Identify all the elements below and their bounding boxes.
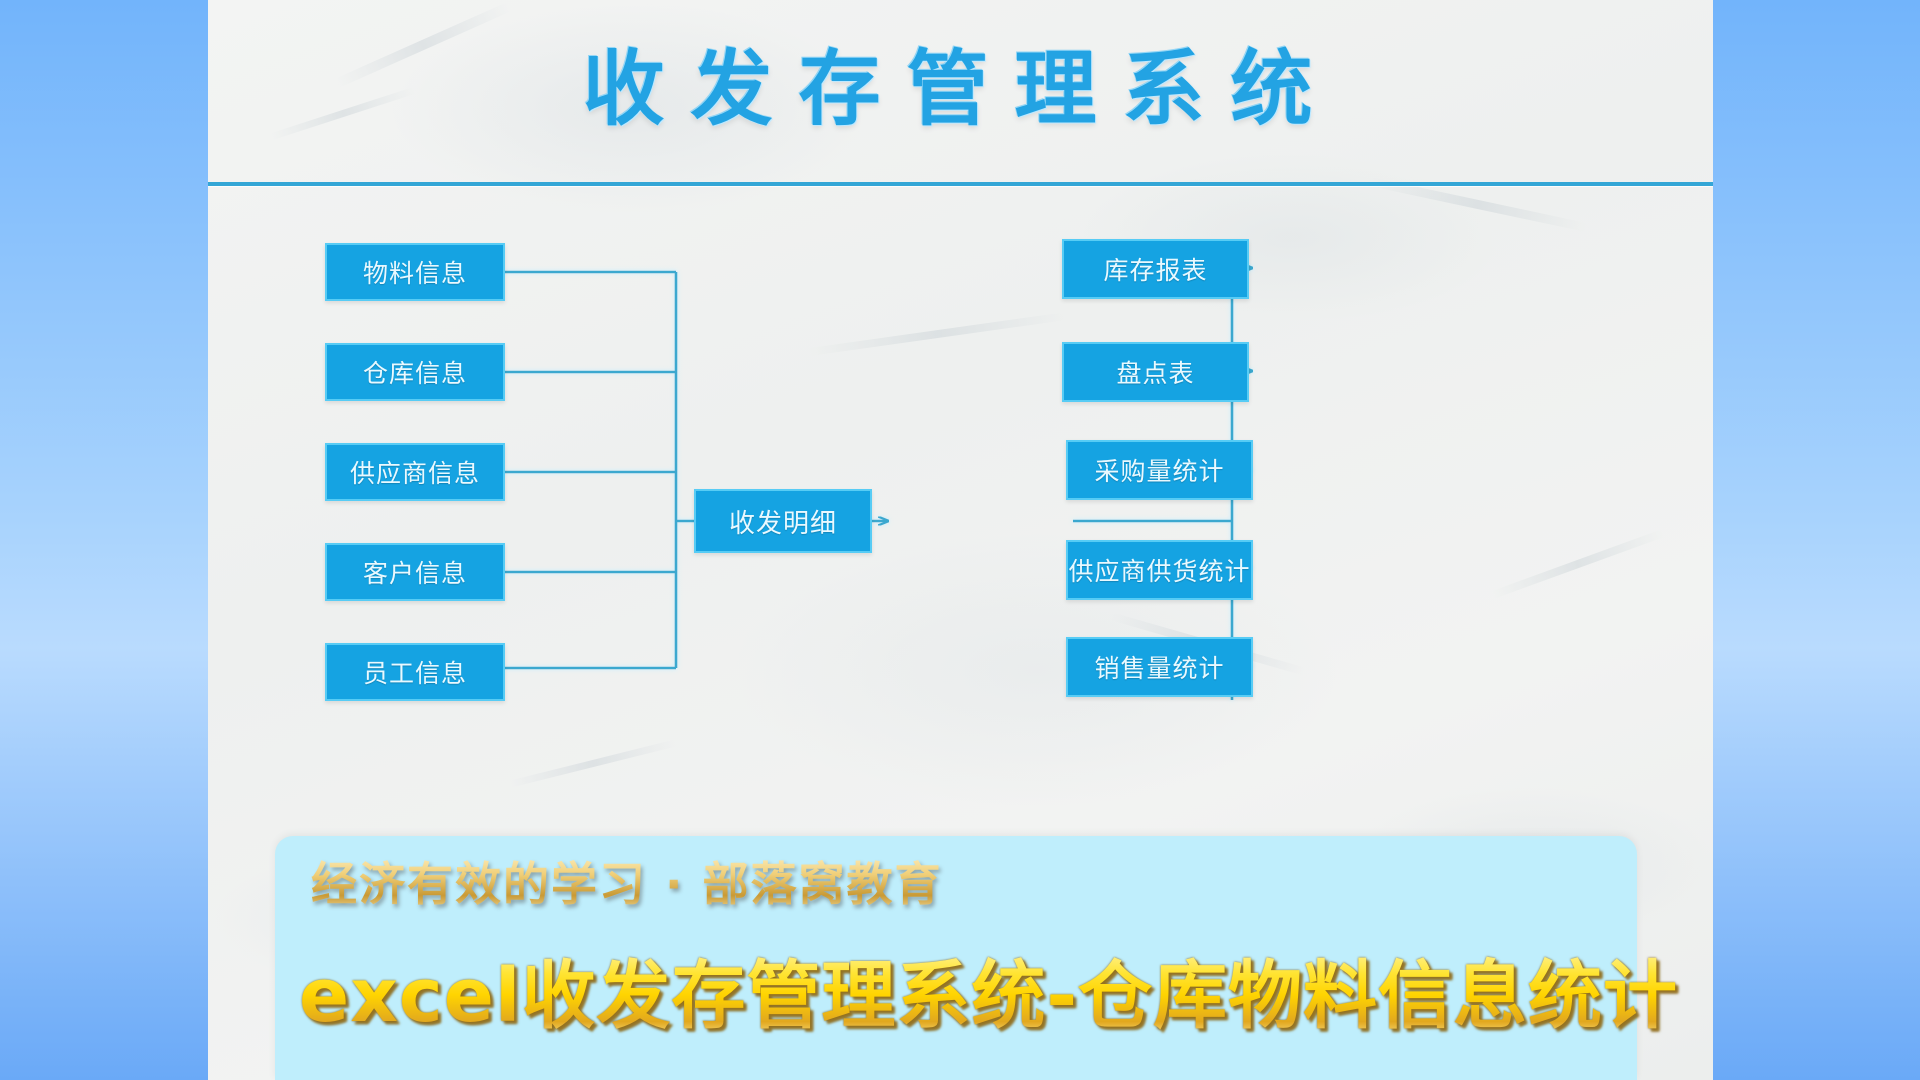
- flow-node-label: 客户信息: [362, 559, 467, 588]
- flow-node-label: 员工信息: [362, 659, 467, 688]
- flow-node-input-4[interactable]: 员工信息: [325, 643, 505, 701]
- flow-node-label: 物料信息: [362, 259, 467, 288]
- flow-node-label: 供应商信息: [349, 459, 480, 488]
- flow-node-input-3[interactable]: 客户信息: [325, 543, 505, 601]
- flow-node-label: 盘点表: [1116, 359, 1195, 388]
- flow-node-output-4[interactable]: 销售量统计: [1066, 637, 1253, 697]
- flow-node-label: 库存报表: [1103, 256, 1208, 285]
- flow-node-label: 供应商供货统计: [1068, 557, 1251, 586]
- flow-node-label: 销售量统计: [1094, 654, 1225, 683]
- flow-node-output-2[interactable]: 采购量统计: [1066, 440, 1253, 500]
- header-divider: [208, 182, 1713, 186]
- flow-node-output-0[interactable]: 库存报表: [1062, 239, 1249, 299]
- caption-title: excel收发存管理系统-仓库物料信息统计: [299, 936, 1678, 1043]
- page-title: 收发存管理系统: [582, 42, 1339, 137]
- caption-bar: 经济有效的学习 · 部落窝教育 excel收发存管理系统-仓库物料信息统计: [275, 836, 1677, 1080]
- flow-node-label: 收发明细: [728, 508, 837, 539]
- flow-node-label: 采购量统计: [1094, 457, 1225, 486]
- flow-node-label: 仓库信息: [362, 359, 467, 388]
- flow-node-input-0[interactable]: 物料信息: [325, 243, 505, 301]
- caption-subtitle: 经济有效的学习 · 部落窝教育: [311, 848, 943, 914]
- flow-node-output-3[interactable]: 供应商供货统计: [1066, 540, 1253, 600]
- flow-node-output-1[interactable]: 盘点表: [1062, 342, 1249, 402]
- flow-node-input-1[interactable]: 仓库信息: [325, 343, 505, 401]
- flow-node-input-2[interactable]: 供应商信息: [325, 443, 505, 501]
- flow-node-center[interactable]: 收发明细: [694, 489, 872, 553]
